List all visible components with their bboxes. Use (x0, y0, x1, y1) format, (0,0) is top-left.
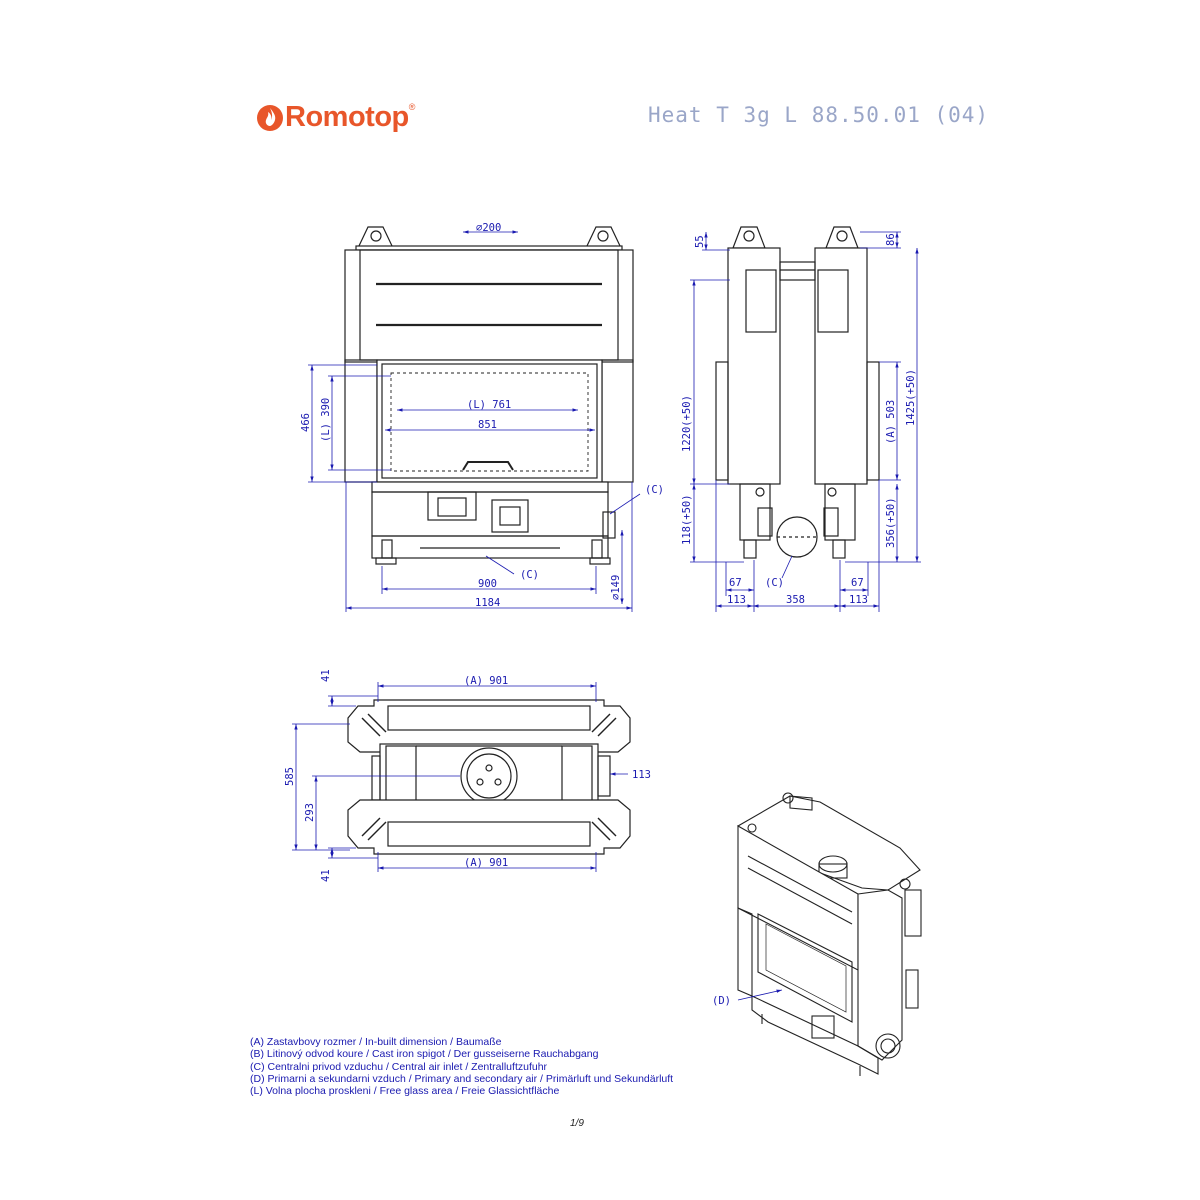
side-height-bottom-label: 118(+50) (681, 494, 693, 545)
side-view (715, 226, 880, 559)
iso-view (737, 792, 922, 1076)
height-label: 466 (300, 413, 312, 432)
top-half-depth-label: 293 (304, 803, 316, 822)
side-top-offset-label: 55 (694, 235, 706, 248)
legend-item-b: (B) Litinový odvod koure / Cast iron spi… (250, 1048, 599, 1061)
side-height-low-label: 356(+50) (885, 497, 897, 548)
inner-width-label: 851 (478, 419, 497, 431)
side-view-dimensions (690, 231, 921, 612)
side-air-inlet-label: (C) (765, 577, 784, 589)
inlet-diameter-label: ⌀149 (610, 575, 622, 600)
glass-height-label: (L) 390 (320, 398, 332, 442)
iso-label-d: (D) (712, 995, 731, 1007)
legend-item-a: (A) Zastavbovy rozmer / In-built dimensi… (250, 1036, 502, 1048)
top-offset-bottom-label: 41 (320, 869, 332, 882)
side-inner-a-label: (A) 503 (885, 400, 897, 444)
total-width-label: 1184 (475, 597, 500, 609)
top-view-dimensions (292, 682, 628, 872)
legend-item-l: (L) Volna plocha proskleni / Free glass … (250, 1085, 560, 1098)
top-inlet-side-label: 113 (632, 769, 651, 781)
side-top-right-label: 86 (885, 233, 897, 246)
air-inlet-bottom-label: (C) (520, 569, 539, 581)
front-view-dimensions (308, 230, 641, 612)
model-title: Heat T 3g L 88.50.01 (04) (648, 103, 990, 127)
brand-registered-mark: ® (408, 102, 416, 112)
side-foot-left-label: 67 (729, 577, 742, 589)
side-height-main-label: 1220(+50) (681, 395, 693, 452)
top-view (347, 699, 631, 855)
page-number: 1/9 (570, 1118, 584, 1129)
flue-diameter-label: ⌀200 (476, 222, 501, 234)
iso-view-dimensions: (D) (712, 989, 783, 1007)
front-view (344, 226, 634, 565)
brand-name: Romotop (285, 100, 409, 133)
top-offset-top-label: 41 (320, 669, 332, 682)
flame-logo-icon (257, 105, 283, 131)
top-width-bottom-label: (A) 901 (464, 857, 508, 869)
air-inlet-side-label: (C) (645, 484, 664, 496)
brand-logo: Romotop ® (255, 100, 415, 134)
side-width-left-label: 113 (727, 594, 746, 606)
side-width-mid-label: 358 (786, 594, 805, 606)
base-width-label: 900 (478, 578, 497, 590)
legend-item-d: (D) Primarni a sekundarni vzduch / Prima… (250, 1072, 674, 1085)
glass-width-label: (L) 761 (467, 399, 511, 411)
legend: (A) Zastavbovy rozmer / In-built dimensi… (250, 1036, 673, 1097)
top-width-top-label: (A) 901 (464, 675, 508, 687)
side-width-right-label: 113 (849, 594, 868, 606)
side-height-total-label: 1425(+50) (905, 369, 917, 426)
legend-item-c: (C) Centralni privod vzduchu / Central a… (250, 1060, 548, 1073)
side-foot-right-label: 67 (851, 577, 864, 589)
top-depth-label: 585 (284, 767, 296, 786)
